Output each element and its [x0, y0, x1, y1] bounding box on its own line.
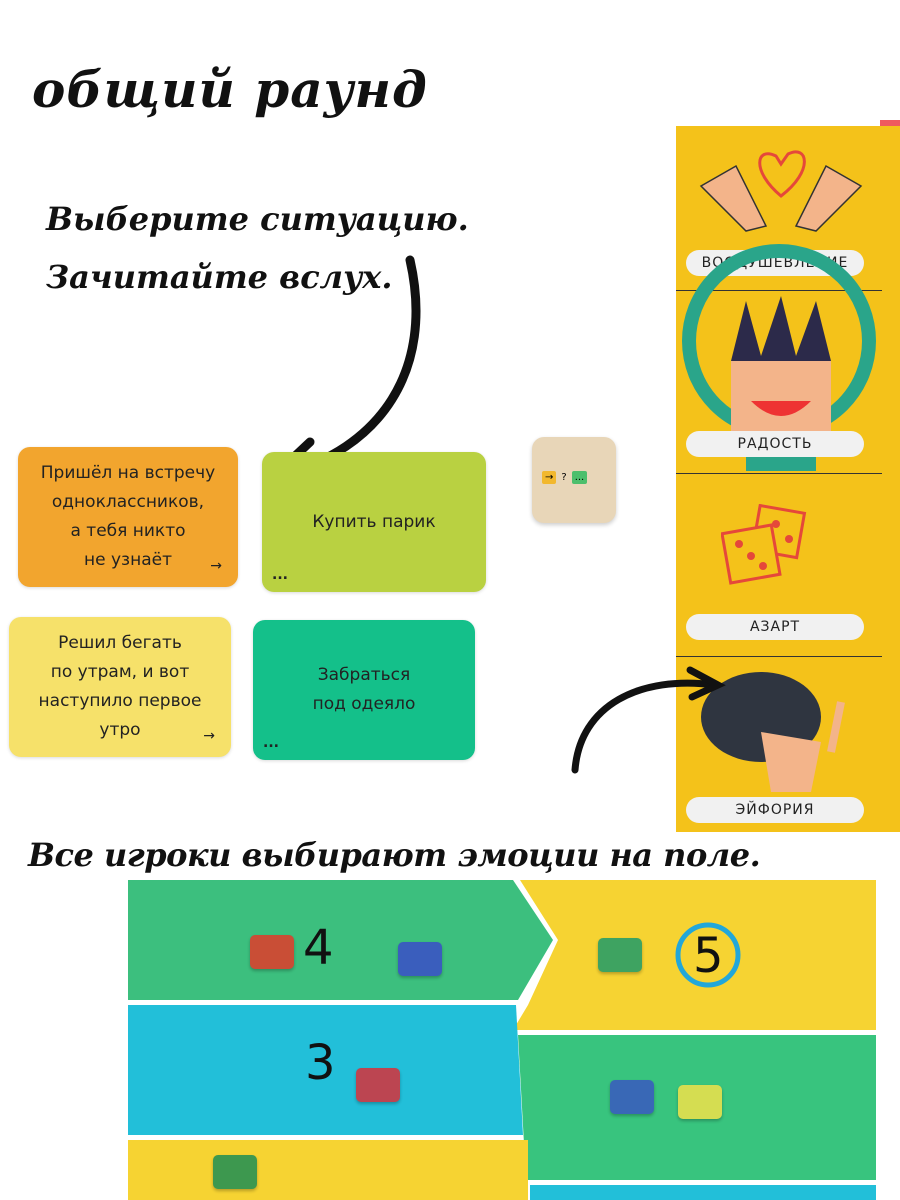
emotion-strip: ВООДУШЕВЛЕНИЕ РАДОСТЬ АЗАРТ ЭЙФОРИЯ	[676, 126, 900, 832]
situation-card[interactable]: Купить парик ...	[262, 452, 486, 592]
player-token[interactable]	[678, 1085, 722, 1119]
arrow-to-emotion-icon	[571, 666, 726, 774]
field-number: 3	[305, 1035, 336, 1091]
emotion-cell[interactable]: ЭЙФОРИЯ	[676, 657, 882, 832]
dice-icon	[721, 504, 807, 585]
card-text: Купить парик	[312, 511, 436, 532]
card-text: Решил бегать по утрам, и вот наступило п…	[38, 633, 202, 740]
die-symbol: →	[542, 471, 557, 484]
die-symbol: ?	[561, 472, 567, 483]
dots-marker: ...	[272, 567, 288, 583]
player-token[interactable]	[598, 938, 642, 972]
arrow-marker: →	[203, 728, 215, 744]
player-token[interactable]	[398, 942, 442, 976]
situation-card[interactable]: Пришёл на встречу одноклассников, а тебя…	[18, 447, 238, 587]
instruction-line: Зачитайте вслух.	[46, 258, 393, 296]
page-title: общий раунд	[32, 60, 428, 119]
field-number: 5	[693, 928, 724, 984]
player-token[interactable]	[213, 1155, 257, 1189]
arrow-marker: →	[210, 558, 222, 574]
field-number: 4	[303, 920, 334, 976]
situation-card[interactable]: Забраться под одеяло ...	[253, 620, 475, 760]
emotion-label: АЗАРТ	[686, 614, 864, 640]
instruction-players: Все игроки выбирают эмоции на поле.	[28, 836, 761, 874]
die-face: → ? ...	[542, 471, 588, 484]
board-fields	[128, 880, 876, 1200]
emotion-cell[interactable]: АЗАРТ	[676, 474, 882, 657]
die[interactable]: → ? ...	[532, 437, 616, 523]
player-token[interactable]	[356, 1068, 400, 1102]
card-text: Забраться под одеяло	[312, 665, 416, 714]
heart-hands-icon	[699, 150, 863, 232]
situation-card[interactable]: Решил бегать по утрам, и вот наступило п…	[9, 617, 231, 757]
die-symbol: ...	[571, 471, 588, 484]
instruction-line: Выберите ситуацию.	[46, 200, 469, 238]
player-token[interactable]	[250, 935, 294, 969]
emotion-cell[interactable]: РАДОСТЬ	[676, 244, 882, 474]
player-token[interactable]	[610, 1080, 654, 1114]
instruction-select: Выберите ситуацию. Зачитайте вслух.	[46, 190, 469, 306]
emotion-label: РАДОСТЬ	[686, 431, 864, 457]
euphoria-face-icon	[701, 672, 845, 792]
game-board: 4 5 3	[128, 880, 876, 1200]
emotion-label: ЭЙФОРИЯ	[686, 797, 864, 823]
card-text: Пришёл на встречу одноклассников, а тебя…	[40, 463, 216, 570]
dots-marker: ...	[263, 735, 279, 751]
